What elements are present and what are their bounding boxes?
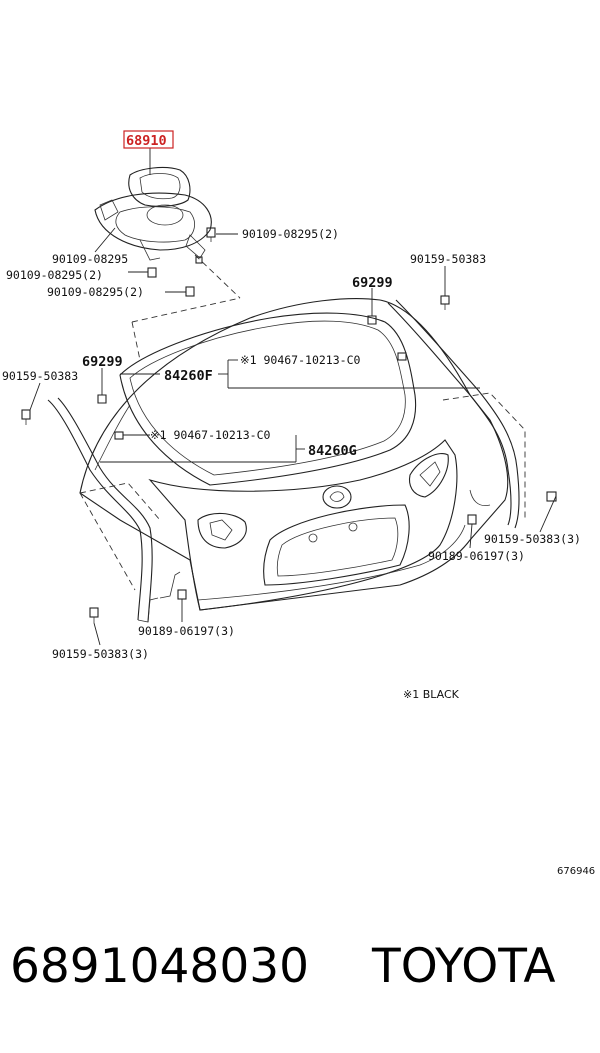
callout-screw-left-lower: 90159-50383(3) xyxy=(52,647,149,661)
clip-icon xyxy=(367,315,377,325)
callout-weatherstrip-left: 69299 xyxy=(82,354,123,370)
leader-dash xyxy=(79,492,136,591)
callout-garnish-g: 84260G xyxy=(308,443,357,459)
callout-screw-top-right: 90159-50383 xyxy=(410,252,486,266)
highlight-box xyxy=(123,130,174,149)
bolt-icon xyxy=(185,286,195,297)
clip-icon xyxy=(177,589,187,600)
callout-bolt-b: 90109-08295(2) xyxy=(6,268,103,282)
clip-icon xyxy=(114,431,124,440)
leader-dash xyxy=(131,297,241,323)
clip-icon xyxy=(397,352,407,361)
callout-clip-left-lower: 90189-06197(3) xyxy=(138,624,235,638)
callout-clip-right-lower: 90189-06197(3) xyxy=(428,549,525,563)
leader-lines xyxy=(29,148,557,646)
callout-garnish-f: 84260F xyxy=(164,368,213,384)
note-black: ※1 BLACK xyxy=(403,688,460,701)
part-number: 6891048030 xyxy=(10,939,310,994)
leader-dash xyxy=(131,321,141,361)
back-door-panel xyxy=(79,298,509,611)
wiper-motor-assembly xyxy=(94,166,212,261)
callout-bolt-c: 90109-08295(2) xyxy=(47,285,144,299)
brand-name: TOYOTA xyxy=(372,939,556,994)
clip-icon xyxy=(97,394,107,404)
callout-screw-left: 90159-50383 xyxy=(2,369,78,383)
figure-id: 676946 xyxy=(557,866,595,877)
screw-icon xyxy=(440,295,450,310)
callout-clip-g: ※1 90467-10213-C0 xyxy=(150,428,270,442)
callout-bolt-right: 90109-08295(2) xyxy=(242,227,339,241)
screw-icon xyxy=(89,607,99,623)
right-weatherstrip xyxy=(387,299,520,529)
bolt-icon xyxy=(206,227,216,242)
clip-icon xyxy=(467,514,477,525)
callout-clip-f: ※1 90467-10213-C0 xyxy=(240,353,360,367)
leader-dash xyxy=(79,482,161,521)
bolt-icon xyxy=(147,267,157,278)
left-weatherstrip xyxy=(47,397,181,623)
callout-wiper-motor: 68910 xyxy=(126,133,167,149)
leader-dash xyxy=(442,392,526,520)
callout-screw-right-lower: 90159-50383(3) xyxy=(484,532,581,546)
footer: 6891048030 TOYOTA xyxy=(0,935,600,1015)
screw-icon xyxy=(21,409,31,425)
callout-bolt-a: 90109-08295 xyxy=(52,252,128,266)
bolt-icon xyxy=(195,256,203,264)
callout-weatherstrip-right: 69299 xyxy=(352,275,393,291)
